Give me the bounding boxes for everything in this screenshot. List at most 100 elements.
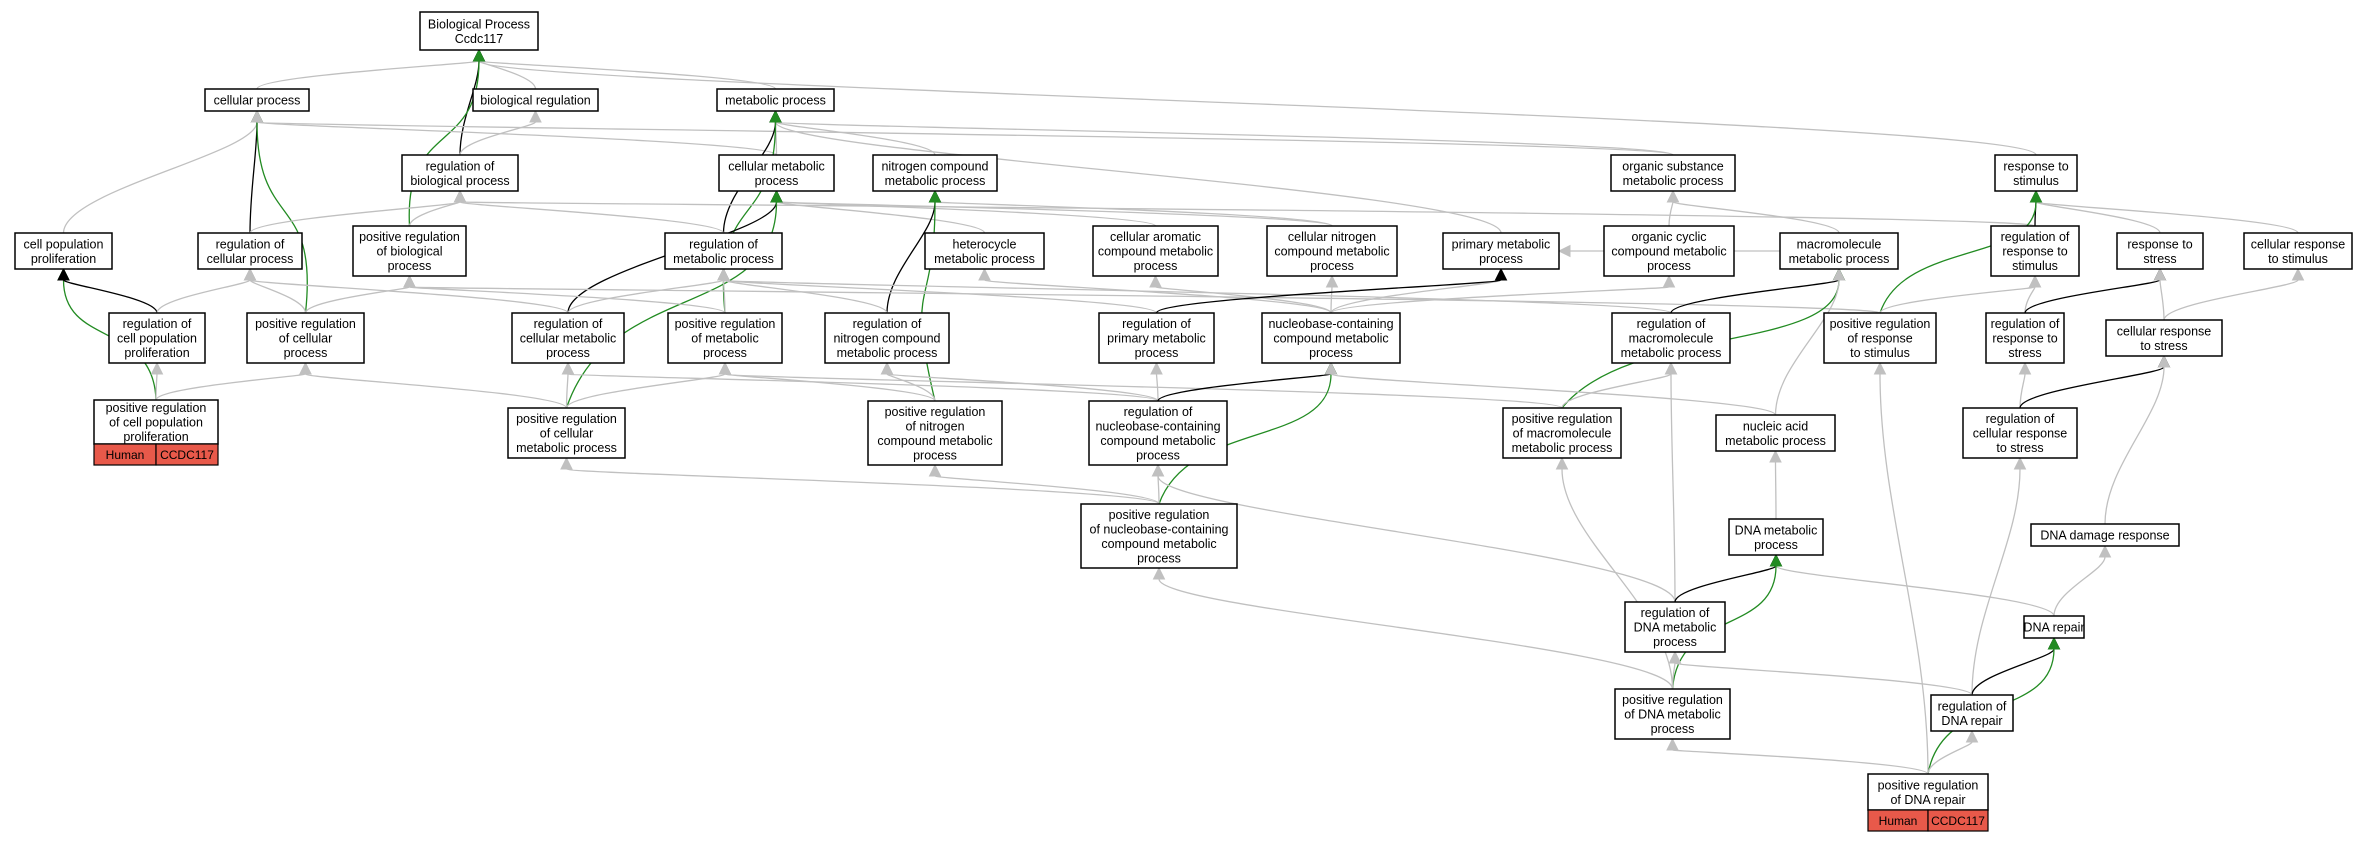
term-box — [1611, 312, 1731, 364]
edge-line — [62, 279, 158, 314]
edge-arrowhead — [2098, 544, 2112, 558]
term-node-biological-regulation[interactable]: biological regulation — [472, 88, 599, 112]
term-node-metabolic-process[interactable]: metabolic process — [716, 88, 835, 112]
term-label-line: metabolic process — [1789, 252, 1890, 266]
edge-line — [2019, 366, 2165, 409]
edge-line — [774, 121, 1502, 234]
edge-default — [880, 361, 1159, 402]
term-label-line: response to — [2127, 237, 2192, 251]
edge-default — [453, 189, 2036, 227]
term-box — [108, 312, 206, 364]
term-node-cellular-process[interactable]: cellular process — [204, 88, 310, 112]
edge-arrowhead — [560, 456, 573, 470]
term-label-line: metabolic process — [837, 346, 938, 360]
term-label-line: of nucleobase-containing — [1090, 522, 1229, 536]
term-box — [93, 399, 219, 445]
badge-gene-label: CCDC117 — [1931, 814, 1985, 828]
edge-default — [453, 189, 725, 234]
edge-arrowhead — [2157, 354, 2171, 368]
edge-line — [1155, 279, 1502, 314]
term-label-line: proliferation — [124, 346, 189, 360]
term-label-line: process — [388, 259, 432, 273]
edge-is-a — [1674, 553, 1783, 603]
term-box — [352, 225, 467, 277]
term-box — [872, 154, 998, 192]
term-label-line: cellular process — [214, 94, 301, 108]
edge-is-a — [1971, 636, 2061, 696]
term-label-line: proliferation — [123, 430, 188, 444]
edge-arrowhead — [770, 189, 783, 203]
term-box — [1624, 601, 1726, 653]
term-node-reg-nucleobase-containing-compound-metabolic-process[interactable]: regulation ofnucleobase-containingcompou… — [1088, 400, 1228, 466]
term-label-line: regulation of — [1637, 317, 1706, 331]
term-label-line: positive regulation — [675, 317, 776, 331]
edge-line — [934, 475, 1160, 505]
edge-arrowhead — [243, 267, 257, 281]
edge-line — [408, 201, 461, 227]
edge-default — [1555, 456, 1674, 690]
edge-line — [1155, 373, 1159, 402]
edge-line — [722, 279, 888, 314]
term-node-dna-repair[interactable]: DNA repair — [2023, 615, 2085, 639]
edge-line — [983, 279, 1332, 314]
edge-default — [1325, 274, 1339, 314]
term-label-line: macromolecule — [1797, 237, 1882, 251]
term-box — [2023, 615, 2085, 639]
term-label-line: process — [1754, 538, 1798, 552]
term-label-line: compound metabolic — [1611, 245, 1726, 259]
term-node-dna-damage-response[interactable]: DNA damage response — [2030, 523, 2180, 547]
term-box — [197, 232, 303, 270]
term-label-line: cellular aromatic — [1110, 230, 1201, 244]
edge-default — [565, 361, 732, 409]
term-label-line: compound metabolic — [877, 434, 992, 448]
term-label-line: biological regulation — [480, 94, 591, 108]
edge-line — [478, 60, 2037, 156]
edge-default — [155, 361, 312, 401]
edge-line — [156, 279, 251, 314]
term-box — [1990, 225, 2080, 277]
